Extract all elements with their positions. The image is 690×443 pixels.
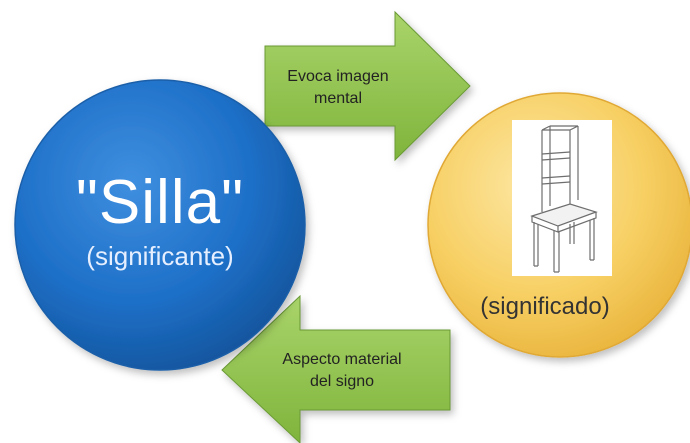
arrow-left-aspecto [221, 294, 451, 443]
signifier-caption: (significante) [86, 241, 234, 271]
chair-icon [530, 125, 598, 273]
arrow-bottom-label: Aspecto material del signo [282, 351, 402, 390]
arrow-right-evoca [264, 10, 471, 162]
signifier-circle [14, 79, 306, 371]
chair-image [512, 120, 612, 276]
signifier-word: "Silla" [75, 168, 245, 237]
signified-caption: (significado) [480, 293, 610, 320]
arrow-top-label: Evoca imagen mental [287, 68, 389, 107]
